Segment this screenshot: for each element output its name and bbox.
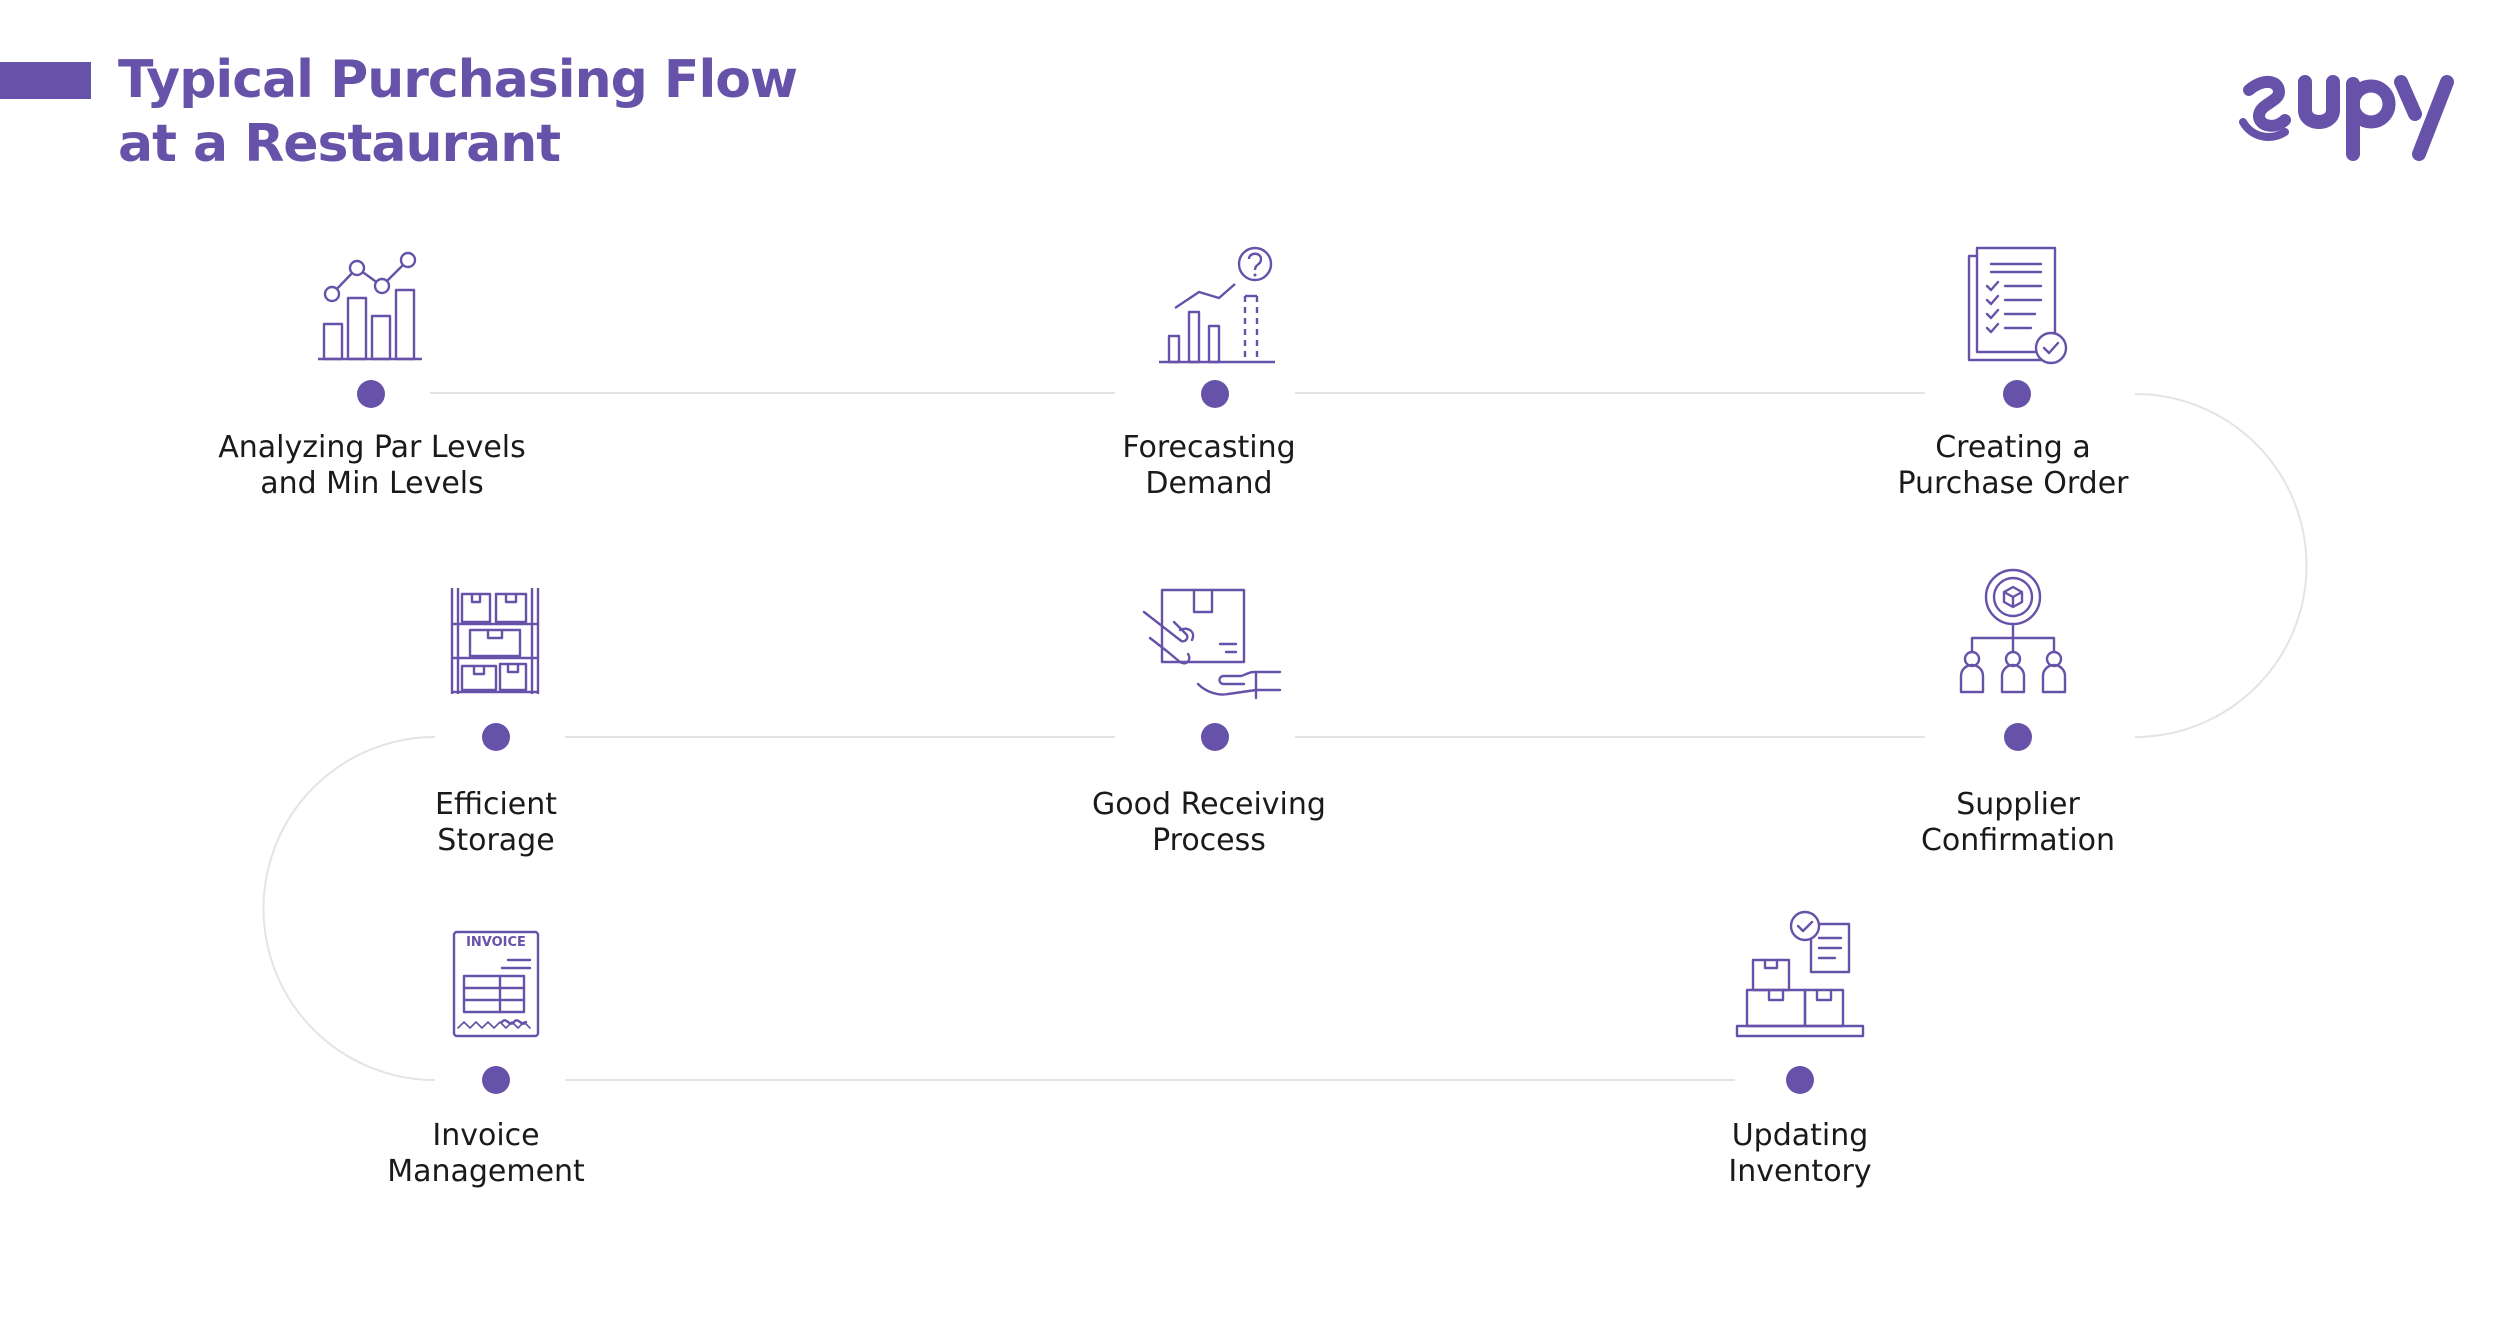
step-label-2-line1: Forecasting [1122,430,1296,465]
accent-bar [0,62,91,99]
step-label-1: Analyzing Par Levels and Min Levels [162,430,582,502]
step-label-3-line1: Creating a [1935,430,2091,465]
step-label-3-line2: Purchase Order [1897,466,2129,501]
storage-shelf-icon [450,588,540,694]
step-dot-6 [482,723,510,751]
title-line-2: at a Restaurant [118,114,561,174]
step-label-4-line1: Supplier [1956,787,2080,822]
step-label-1-line1: Analyzing Par Levels [218,430,526,465]
step-label-6-line2: Storage [437,823,555,858]
step-dot-7 [482,1066,510,1094]
step-dot-8 [1786,1066,1814,1094]
title-line-1: Typical Purchasing Flow [118,50,798,110]
step-dot-4 [2004,723,2032,751]
step-label-6: Efficient Storage [286,787,706,859]
checklist-document-icon [1967,246,2068,365]
step-label-8-line2: Inventory [1728,1154,1872,1189]
supplier-network-icon [1959,568,2067,694]
invoice-document-icon: INVOICE [452,930,540,1038]
step-label-7-line1: Invoice [432,1118,540,1153]
step-label-4-line2: Confirmation [1920,823,2116,858]
step-dot-2 [1201,380,1229,408]
step-label-7: Invoice Management [276,1118,696,1190]
step-dot-5 [1201,723,1229,751]
page-title: Typical Purchasing Flow at a Restaurant [118,48,798,176]
step-label-5: Good Receiving Process [999,787,1419,859]
step-label-3: Creating a Purchase Order [1803,430,2223,502]
bar-chart-line-icon [318,251,422,361]
step-label-5-line2: Process [1152,823,1266,858]
step-label-5-line1: Good Receiving [1092,787,1326,822]
supy-logo [2239,75,2454,161]
forecast-question-chart-icon [1159,246,1275,364]
step-label-8: Updating Inventory [1590,1118,2010,1190]
inventory-boxes-icon [1735,910,1865,1038]
step-dot-1 [357,380,385,408]
step-label-7-line2: Management [387,1154,585,1189]
step-label-6-line1: Efficient [434,787,558,822]
invoice-icon-text: INVOICE [466,935,526,950]
step-label-2-line2: Demand [1145,466,1273,501]
package-handover-icon [1142,588,1282,700]
step-label-8-line1: Updating [1731,1118,1869,1153]
step-label-2: Forecasting Demand [999,430,1419,502]
step-dot-3 [2003,380,2031,408]
step-label-4: Supplier Confirmation [1808,787,2228,859]
step-label-1-line2: and Min Levels [260,466,484,501]
